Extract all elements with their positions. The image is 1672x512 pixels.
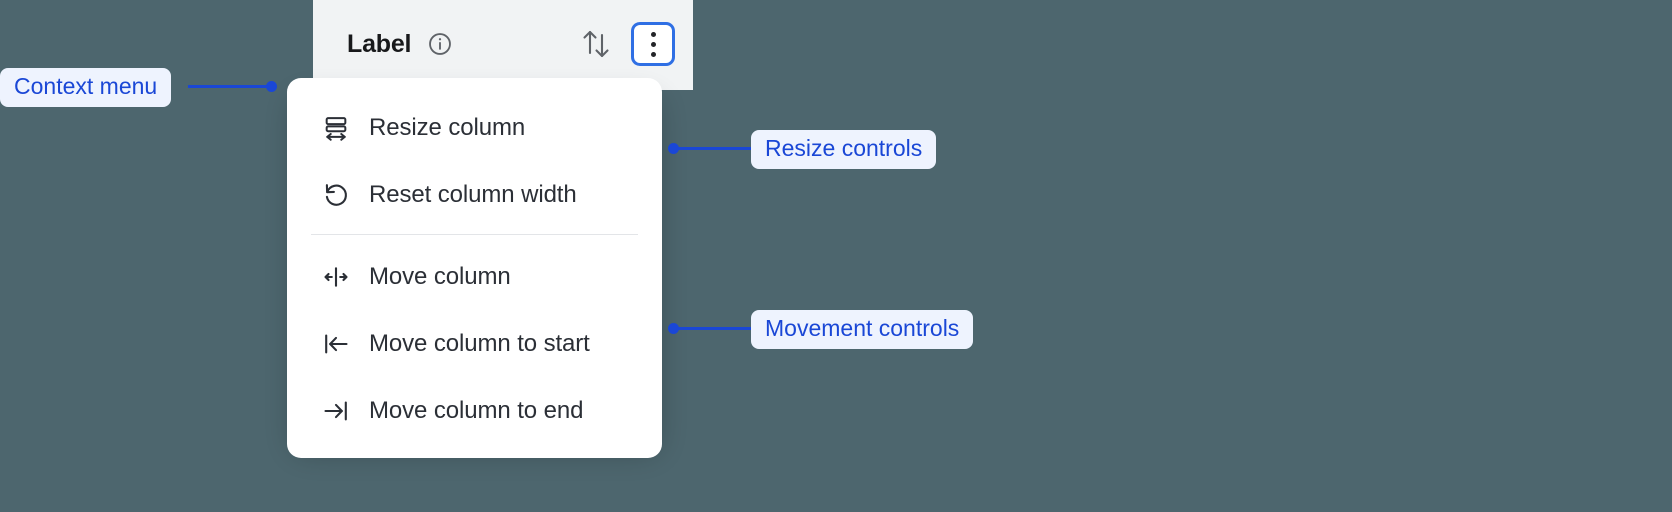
leader-line-movement-controls bbox=[676, 327, 756, 330]
move-to-start-icon bbox=[321, 330, 351, 358]
column-header: Label bbox=[313, 0, 693, 90]
kebab-dot-1 bbox=[650, 31, 656, 37]
kebab-dot-2 bbox=[650, 41, 656, 47]
leader-line-resize-controls bbox=[676, 147, 756, 150]
menu-item-label: Reset column width bbox=[369, 180, 577, 208]
menu-item-reset-column-width[interactable]: Reset column width bbox=[287, 161, 662, 228]
more-vertical-button[interactable] bbox=[631, 22, 675, 66]
menu-item-move-column[interactable]: Move column bbox=[287, 243, 662, 310]
callout-context-menu: Context menu bbox=[0, 68, 172, 107]
move-column-icon bbox=[321, 263, 351, 291]
resize-column-icon bbox=[321, 114, 351, 142]
leader-dot-context-menu bbox=[266, 81, 277, 92]
menu-item-move-column-to-end[interactable]: Move column to end bbox=[287, 377, 662, 444]
menu-item-resize-column[interactable]: Resize column bbox=[287, 94, 662, 161]
leader-line-context-menu bbox=[188, 85, 270, 88]
column-header-label: Label bbox=[347, 29, 412, 58]
callout-resize-controls: Resize controls bbox=[751, 130, 937, 169]
context-menu: Resize column Reset column width bbox=[287, 78, 662, 458]
info-circle-icon[interactable] bbox=[427, 31, 453, 57]
menu-item-label: Move column to end bbox=[369, 396, 584, 424]
menu-item-move-column-to-start[interactable]: Move column to start bbox=[287, 310, 662, 377]
sort-arrows-icon[interactable] bbox=[579, 26, 613, 62]
reset-width-icon bbox=[321, 181, 351, 209]
menu-item-label: Move column bbox=[369, 262, 511, 290]
menu-item-label: Move column to start bbox=[369, 329, 590, 357]
menu-item-label: Resize column bbox=[369, 113, 526, 141]
leader-dot-movement-controls bbox=[668, 323, 679, 334]
menu-divider bbox=[311, 234, 638, 235]
callout-movement-controls: Movement controls bbox=[751, 310, 974, 349]
kebab-dot-3 bbox=[650, 51, 656, 57]
move-to-end-icon bbox=[321, 397, 351, 425]
leader-dot-resize-controls bbox=[668, 143, 679, 154]
